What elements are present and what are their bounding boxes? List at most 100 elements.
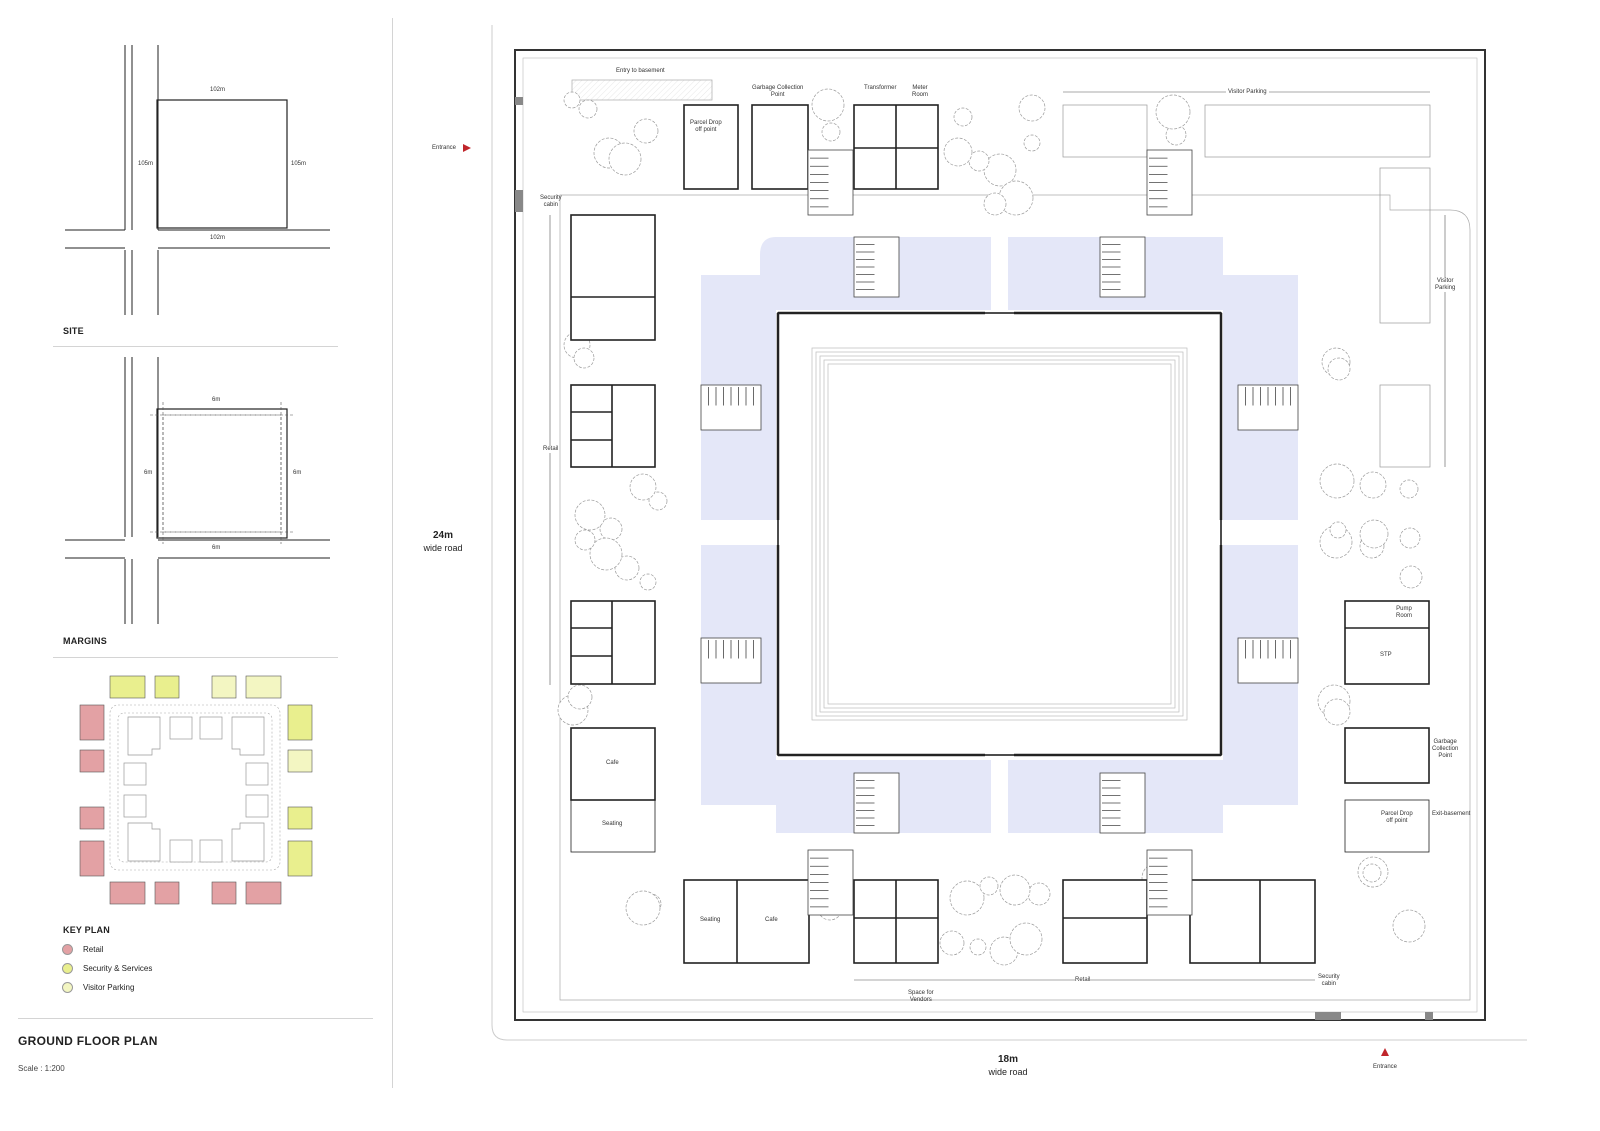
key-plan-diagram <box>79 675 313 905</box>
site-heading: SITE <box>63 326 84 336</box>
tree-icon <box>574 499 606 531</box>
legend-label: Visitor Parking <box>83 983 135 992</box>
tree-icon <box>648 491 668 511</box>
exit-basement-label: Exit-basement <box>1432 811 1471 817</box>
stepped-courtyard <box>811 347 1188 721</box>
tree-icon <box>939 930 965 956</box>
tree-icon <box>1023 134 1041 152</box>
tree-icon <box>953 107 973 127</box>
seating-left-label: Seating <box>602 821 623 827</box>
retail-bottom-label: Retail <box>1075 977 1091 985</box>
tree-icon <box>1027 882 1051 906</box>
margin-dim-left: 6m <box>144 470 153 476</box>
tree-icon <box>589 537 623 571</box>
tree-icon <box>1323 698 1351 726</box>
retail-left-label: Retail <box>543 446 559 454</box>
tree-icon <box>1399 479 1419 499</box>
central-building-walls <box>776 311 1223 757</box>
legend-label: Security & Services <box>83 964 153 973</box>
visitor-parking-right-label: Visitor Parking <box>1435 278 1456 293</box>
entrance-west-label: Entrance <box>432 145 457 151</box>
space-vendors-label: Space for Vendors <box>908 990 934 1004</box>
top-service-blocks <box>683 104 939 190</box>
south-road-label: 18m wide road <box>975 1054 1041 1077</box>
parcel-drop-top-label: Parcel Drop off point <box>690 120 722 134</box>
tree-icon <box>983 192 1007 216</box>
tree-icon <box>1018 94 1046 122</box>
south-road-width: 18m <box>997 1054 1018 1065</box>
tree-icon <box>599 517 623 541</box>
tree-icon <box>1359 519 1389 549</box>
meter-room-label: Meter Room <box>912 85 929 99</box>
peripheral-driveway <box>559 79 1471 1001</box>
tree-icon <box>573 347 595 369</box>
tree-icon <box>979 876 999 896</box>
tree-icon <box>1399 527 1421 549</box>
tree-icon <box>574 529 596 551</box>
margin-dim-top: 6m <box>212 397 221 403</box>
drawing-scale: Scale : 1:200 <box>18 1064 65 1073</box>
margin-dim-right: 6m <box>293 470 302 476</box>
site-dim-bottom: 102m <box>210 235 226 241</box>
drawing-title: GROUND FLOOR PLAN <box>18 1034 158 1048</box>
key-plan-heading: KEY PLAN <box>63 925 110 935</box>
legend-item-retail: Retail <box>62 940 152 959</box>
tree-icon <box>625 890 661 926</box>
site-diagram <box>65 45 330 315</box>
right-service-blocks <box>1344 600 1430 853</box>
west-road-width: 24m <box>432 530 453 541</box>
tree-icon <box>1009 922 1043 956</box>
tree-icon <box>614 555 640 581</box>
tree-icon <box>639 573 657 591</box>
top-parking <box>1062 104 1431 468</box>
security-cabin-bottom-label: Security cabin <box>1318 974 1340 988</box>
entry-basement-label: Entry to basement <box>616 68 665 74</box>
tree-icon <box>943 137 973 167</box>
garbage-top-label: Garbage Collection Point <box>752 85 804 99</box>
tree-icon <box>821 122 841 142</box>
title-divider <box>18 1018 373 1019</box>
tree-icon <box>1359 471 1387 499</box>
tree-icon <box>1362 863 1382 883</box>
tree-icon <box>1329 521 1347 539</box>
tree-icon <box>999 874 1031 906</box>
tree-icon <box>1155 94 1191 130</box>
stp-label: STP <box>1380 652 1392 658</box>
margins-heading: MARGINS <box>63 636 107 646</box>
key-legend: Retail Security & Services Visitor Parki… <box>62 940 152 997</box>
seating-bottom-label: Seating <box>700 917 721 923</box>
tree-icon <box>1399 565 1423 589</box>
site-dim-right: 105m <box>291 161 307 167</box>
tree-icon <box>811 88 845 122</box>
pump-room-label: Pump Room <box>1396 606 1413 620</box>
parcel-drop-right-label: Parcel Drop off point <box>1381 811 1413 825</box>
margin-dim-bottom: 6m <box>212 545 221 551</box>
tree-icon <box>969 938 987 956</box>
panel-divider <box>392 18 393 1088</box>
bottom-blocks <box>683 879 1316 964</box>
tree-icon <box>998 180 1034 216</box>
west-road-label: 24m wide road <box>410 530 476 553</box>
margins-diagram <box>65 357 330 624</box>
entrance-south-label: Entrance <box>1373 1064 1398 1070</box>
legend-swatch-retail <box>62 944 73 955</box>
legend-label: Retail <box>83 945 104 954</box>
security-cabin-top-label: Security cabin <box>540 195 562 209</box>
entrance-south-arrow-icon <box>1381 1048 1389 1056</box>
site-dim-left: 105m <box>138 161 154 167</box>
south-road-text: wide road <box>988 1067 1028 1077</box>
cafe-bottom-label: Cafe <box>765 917 778 923</box>
legend-item-visitor-parking: Visitor Parking <box>62 978 152 997</box>
stair-cores <box>700 149 1299 916</box>
tree-icon <box>1319 463 1355 499</box>
courtyard-corner-wings <box>701 237 776 275</box>
cafe-left-label: Cafe <box>606 760 619 766</box>
legend-swatch-visitor-parking <box>62 982 73 993</box>
entrance-west-arrow-icon <box>463 144 471 152</box>
tree-icon <box>608 142 642 176</box>
legend-swatch-security-services <box>62 963 73 974</box>
margins-divider <box>53 657 338 658</box>
tree-icon <box>567 684 593 710</box>
visitor-parking-top-label: Visitor Parking <box>1226 89 1269 97</box>
